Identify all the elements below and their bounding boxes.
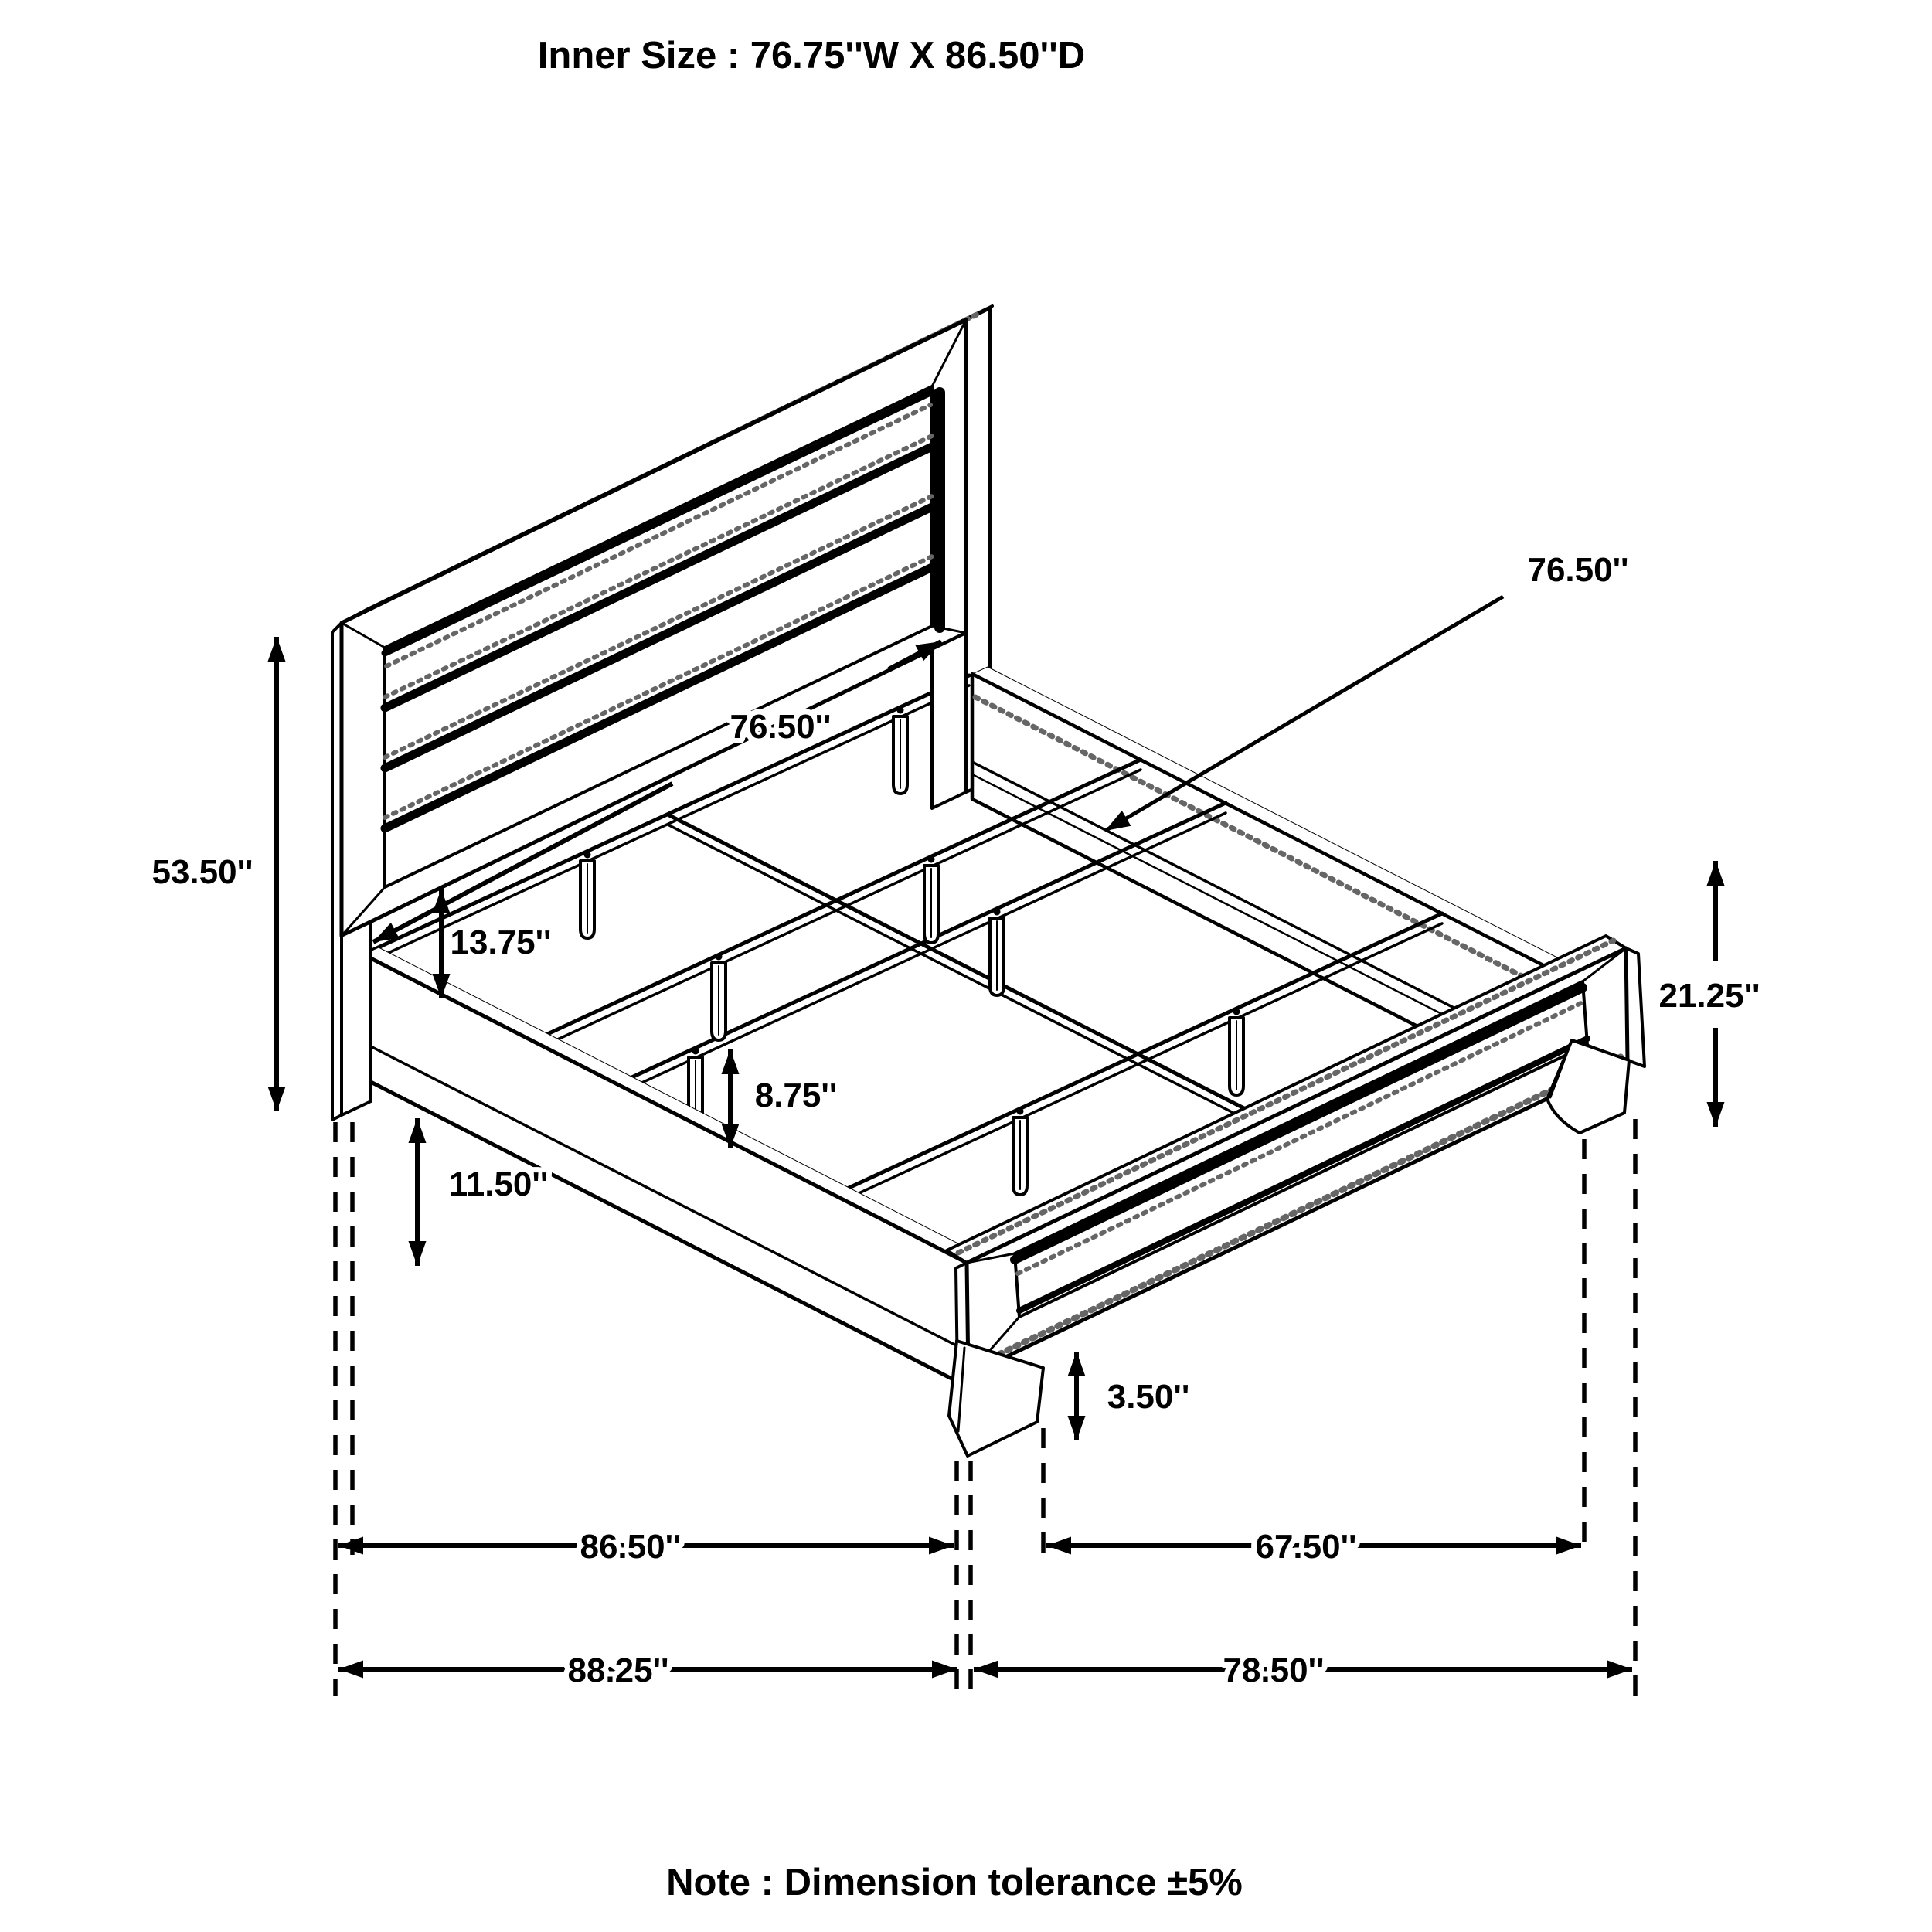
fastener-dots	[583, 706, 1240, 1115]
footboard-gasket-bottom	[1016, 1036, 1590, 1314]
footboard-right-foot-bevel	[1549, 1039, 1573, 1099]
bed-frame-rails	[361, 666, 1591, 1389]
dot	[1016, 1107, 1024, 1115]
slat-gap-shadow	[380, 442, 937, 713]
footboard-mitre	[965, 1252, 1016, 1264]
dot	[896, 706, 904, 714]
dimension-lines	[267, 594, 1725, 1679]
cross-slat-rail	[832, 911, 1444, 1197]
dot	[715, 953, 723, 961]
footboard-gasket-stipple	[1015, 999, 1587, 1276]
slat-gap-shadow	[380, 563, 937, 833]
dim-label-overall-width: 78.50''	[1223, 1651, 1324, 1689]
right-rail-stipple	[972, 694, 1575, 1005]
headboard-cleat-rail-edge	[362, 684, 971, 966]
headboard-inner-frame	[383, 385, 934, 889]
headboard	[331, 304, 994, 1121]
headboard-mitre	[340, 621, 386, 649]
dim-label-support-leg: 8.75''	[755, 1077, 838, 1114]
dim-label-footboard-height: 21.25''	[1658, 977, 1760, 1015]
cross-slat-rail	[530, 757, 1143, 1043]
headboard-left-leg	[340, 920, 372, 1117]
center-rail-edge	[666, 823, 1273, 1134]
extension-lines	[333, 1119, 1638, 1696]
footboard-mitre	[1581, 947, 1628, 983]
footboard-right-foot	[1546, 1039, 1631, 1134]
dim-label-slat-offset: 13.75''	[450, 923, 551, 961]
footboard-left-foot	[947, 1339, 1045, 1458]
dot	[1233, 1008, 1240, 1015]
dim-label-footboard-span: 67.50''	[1255, 1528, 1356, 1566]
cross-slat-rail-edge	[531, 768, 1142, 1053]
footboard-gasket-top	[1010, 983, 1587, 1264]
dim-line-width-mid-a	[372, 781, 674, 944]
labels: Inner Size : 76.75''W X 86.50''D 76.50''…	[146, 29, 1765, 1909]
dim-line-width-mid-b	[887, 639, 943, 672]
headboard-right-leg	[930, 631, 968, 810]
left-rail-ledge	[362, 1041, 968, 1352]
dim-label-rail-height: 11.50''	[449, 1165, 549, 1203]
headboard-mitre	[340, 886, 386, 937]
dot	[583, 851, 591, 859]
dot	[993, 908, 1001, 916]
cross-slat-rail-edge	[832, 922, 1444, 1206]
page-title: Inner Size : 76.75''W X 86.50''D	[538, 35, 1085, 77]
footboard-bottom-stipple	[971, 1053, 1626, 1369]
dim-label-width-top: 76.50''	[1527, 551, 1628, 589]
slat-gap-shadow	[381, 388, 936, 657]
dim-label-rail-length: 86.50''	[580, 1528, 681, 1566]
note-text: Note : Dimension tolerance ±5%	[666, 1862, 1243, 1903]
footboard-top-stipple	[955, 937, 1617, 1256]
slat-stipple	[383, 554, 934, 820]
headboard-legs	[340, 631, 968, 1117]
slat-gap-shadow	[380, 502, 937, 773]
slat-stipple	[383, 494, 934, 760]
dim-label-overall-depth: 88.25''	[567, 1651, 668, 1689]
dim-label-foot-height: 3.50''	[1107, 1378, 1190, 1416]
footboard	[945, 934, 1646, 1458]
footboard-left-foot-bevel	[957, 1346, 966, 1433]
center-rail	[665, 812, 1274, 1124]
dot	[692, 1047, 699, 1055]
leader-width-top	[1104, 594, 1505, 833]
dot	[927, 855, 935, 863]
cross-slat-rail-edge	[615, 811, 1227, 1096]
slat-stipple	[383, 434, 934, 699]
dim-label-width-mid: 76.50''	[730, 708, 831, 746]
slat-stipple	[384, 403, 933, 668]
headboard-mitre	[930, 318, 968, 388]
dim-label-headboard-height: 53.50''	[151, 853, 253, 891]
